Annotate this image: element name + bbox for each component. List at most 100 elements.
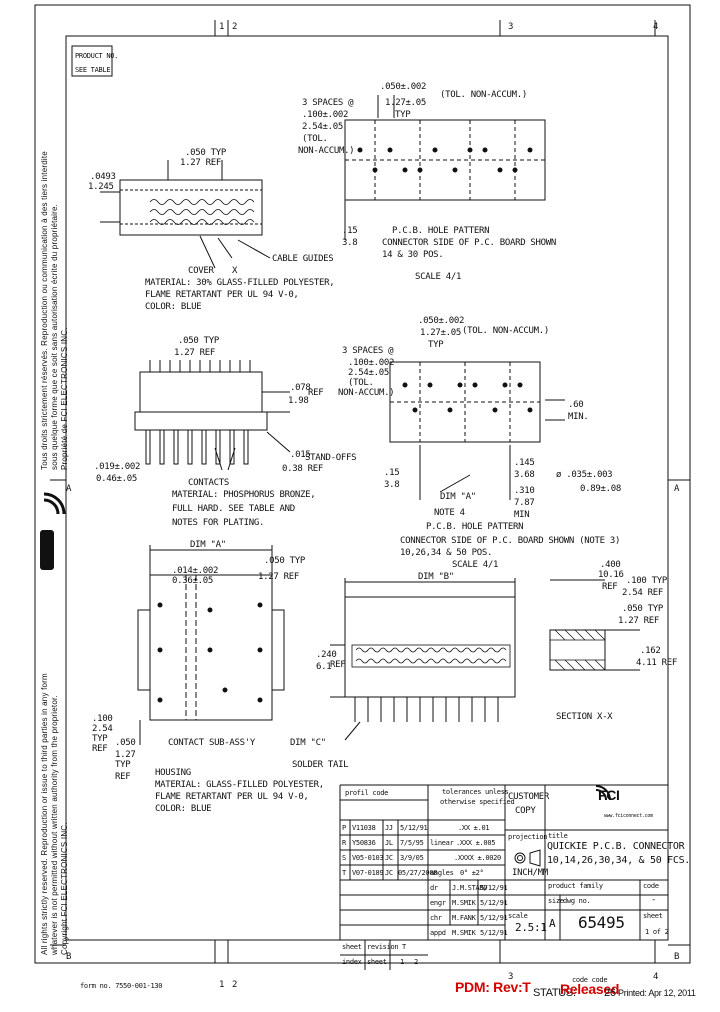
sv-pitch-ref: 1.27 REF — [174, 348, 215, 358]
pcb2-spaces-mm: 2.54±.05 — [348, 368, 389, 378]
appr-appd-name: M.SMIK — [452, 929, 476, 937]
tb-size-val: A — [549, 917, 556, 930]
bv-d1: .014±.002 — [172, 566, 219, 576]
sec-d7: 1.27 REF — [618, 616, 659, 626]
pcb2-a4: 7.87 — [514, 498, 535, 508]
sv-contacts-hard: FULL HARD. SEE TABLE AND — [172, 504, 295, 514]
tv-height-in: .0493 — [90, 172, 116, 182]
pcb2-a5: MIN — [514, 510, 530, 520]
pcb2-a1: .145 — [514, 458, 535, 468]
pcb1-spaces-tol: (TOL. — [302, 134, 328, 144]
appr-dr-date: 5/12/91 — [480, 884, 508, 892]
pcb2-title-2: CONNECTOR SIDE OF P.C. BOARD SHOWN (NOTE… — [400, 536, 621, 546]
fv-solder-tail: SOLDER TAIL — [292, 760, 349, 770]
sv-contacts-notes: NOTES FOR PLATING. — [172, 518, 265, 528]
pcb2-dia-in: ø .035±.003 — [556, 470, 613, 480]
bv-p7: TYP — [115, 760, 131, 770]
pcb2-min-val: .60 — [568, 400, 584, 410]
footer-status-label: STATUS: — [533, 987, 576, 999]
sv-contacts-mat: MATERIAL: PHOSPHORUS BRONZE, — [172, 490, 316, 500]
sec-d1: .400 — [600, 560, 621, 570]
pcb2-d2: 1.27±.05 — [420, 328, 461, 338]
rev-row-4-letter: T — [342, 869, 346, 877]
pcb1-title-3: 14 & 30 POS. — [382, 250, 444, 260]
tb-dwg-label: dwg no. — [563, 897, 591, 905]
bv-p8: REF — [115, 772, 131, 782]
pcb2-dim-a: DIM "A" — [440, 492, 476, 502]
pcb1-spaces-in: .100±.002 — [302, 110, 349, 120]
zone-b-left: B — [66, 952, 72, 962]
zone-1-bottom: 1 — [219, 980, 225, 990]
pcb2-d2-typ: TYP — [428, 340, 444, 350]
footer-date-num: 26 — [604, 987, 616, 999]
bv-housing: HOUSING — [155, 768, 191, 778]
tv-x-mark: X — [232, 266, 238, 276]
zone-4-bottom: 4 — [653, 972, 659, 982]
fv-h1: .240 — [316, 650, 337, 660]
bv-d3: .050 TYP — [264, 556, 305, 566]
pcb1-d2-typ: TYP — [395, 110, 411, 120]
tb-logo-text: FCI — [598, 787, 620, 803]
sv-height-ref: REF — [308, 388, 324, 398]
appr-appd-date: 5/12/91 — [480, 929, 508, 937]
pcb2-scale: SCALE 4/1 — [452, 560, 499, 570]
appr-engr-name: M.SMIK — [452, 899, 476, 907]
rev-row-2-ecn: Y50836 — [352, 839, 376, 847]
bv-housing-color: COLOR: BLUE — [155, 804, 212, 814]
tb-size-label: size — [548, 897, 564, 905]
rev-row-1-by: JJ — [385, 824, 393, 832]
appr-chr-label: chr — [430, 914, 442, 922]
tb-website: www.fciconnect.com — [604, 813, 653, 819]
tb-index-s2: 2 — [414, 958, 418, 966]
side-text-en-2: whatever is not permitted without writte… — [50, 695, 59, 955]
bv-p3: TYP — [92, 734, 108, 744]
rev-row-4-by: JC — [385, 869, 393, 877]
bv-contact-subassy: CONTACT SUB-ASS'Y — [168, 738, 256, 748]
tol-row-2-label: linear — [430, 839, 454, 847]
tb-profil-code: profil code — [345, 789, 389, 797]
rev-row-1-letter: P — [342, 824, 346, 832]
tb-revision-label: revision — [367, 943, 399, 951]
sec-d9: 4.11 REF — [636, 658, 677, 668]
pcb1-spaces-nonaccum: NON-ACCUM.) — [298, 146, 355, 156]
tb-tol-header-1: tolerances unless — [442, 788, 509, 796]
pcb2-h2: 3.8 — [384, 480, 400, 490]
rev-row-3-by: JC — [385, 854, 393, 862]
bv-p4: REF — [92, 744, 108, 754]
sec-d5: 2.54 REF — [622, 588, 663, 598]
pcb2-a2: 3.68 — [514, 470, 535, 480]
fci-title-logo — [595, 785, 611, 801]
pcb1-d1: .050±.002 — [380, 82, 427, 92]
fv-h3: REF — [330, 660, 346, 670]
sv-height-in: .078 — [290, 383, 311, 393]
pcb2-min-label: MIN. — [568, 412, 589, 422]
zone-a-right: A — [674, 484, 680, 494]
tv-material-1: MATERIAL: 30% GLASS-FILLED POLYESTER, — [145, 278, 335, 288]
bv-p2: 2.54 — [92, 724, 113, 734]
tv-cable-guides: CABLE GUIDES — [272, 254, 334, 264]
footer-pdm-rev: PDM: Rev:T — [455, 979, 531, 995]
pcb1-title-1: P.C.B. HOLE PATTERN — [392, 226, 490, 236]
pcb1-scale: SCALE 4/1 — [415, 272, 462, 282]
tv-cover: COVER — [188, 266, 214, 276]
tv-material-2: FLAME RETARTANT PER UL 94 V-0, — [145, 290, 299, 300]
pcb2-spaces-in: .100±.002 — [348, 358, 395, 368]
zone-1-top: 1 — [219, 22, 225, 32]
product-no-label: PRODUCT NO. — [75, 52, 119, 60]
fv-dim-c: DIM "C" — [290, 738, 326, 748]
zone-4-top: 4 — [653, 22, 659, 32]
sec-d2: 10.16 — [598, 570, 624, 580]
tb-dwg-number: 65495 — [578, 913, 625, 932]
sv-contacts: CONTACTS — [188, 478, 229, 488]
sv-width-mm: 0.46±.05 — [96, 474, 137, 484]
tol-row-2-val: .XXX ±.005 — [456, 839, 496, 847]
bv-p1: .100 — [92, 714, 113, 724]
appr-dr-label: dr — [430, 884, 438, 892]
zone-3-bottom: 3 — [508, 972, 514, 982]
tb-index-sheet-label: sheet — [367, 958, 387, 966]
tb-index-label: index — [342, 958, 362, 966]
bv-p5: .050 — [115, 738, 136, 748]
tb-sheet-val: 1 of 2 — [645, 928, 669, 936]
rev-row-3-letter: S — [342, 854, 346, 862]
